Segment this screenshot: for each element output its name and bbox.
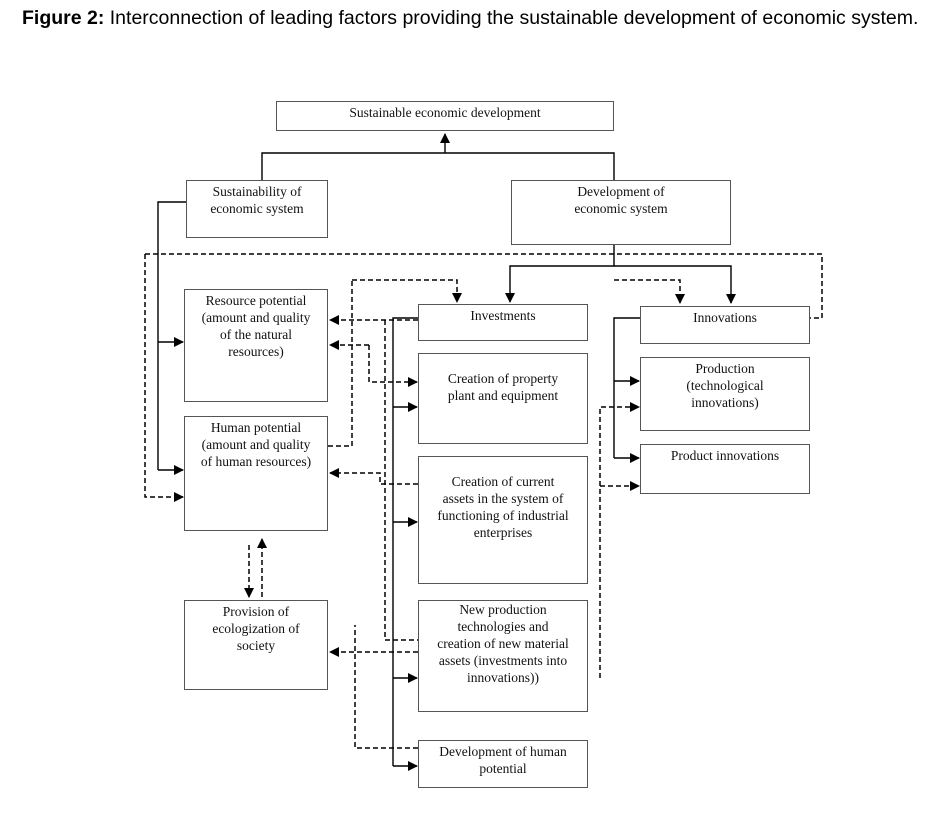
- dashed-humandev-up: [354, 625, 418, 749]
- box-product-innovations: Product innovations: [640, 444, 810, 494]
- caption-label: Figure 2:: [22, 7, 105, 29]
- box-investments: Investments: [418, 304, 588, 341]
- box-development: Development of economic system: [511, 180, 731, 245]
- arrow-to-investments: [505, 245, 615, 303]
- dashed-to-investments: [352, 279, 462, 303]
- investments-trunk: [392, 317, 418, 766]
- dashed-frame: [145, 253, 823, 319]
- dashed-to-production: [599, 402, 640, 678]
- caption-text: Interconnection of leading factors provi…: [109, 7, 919, 29]
- dashed-inv-loop: [384, 320, 418, 641]
- dashed-to-human: [144, 254, 184, 502]
- box-human-potential: Human potential (amount and quality of h…: [184, 416, 328, 531]
- box-current-assets: Creation of current assets in the system…: [418, 456, 588, 584]
- box-property-plant: Creation of property plant and equipment: [418, 353, 588, 444]
- box-sustainability: Sustainability of economic system: [186, 180, 328, 238]
- dashed-human-up: [328, 280, 353, 447]
- arrow-to-innovations: [614, 265, 736, 304]
- dashed-to-property: [368, 345, 418, 387]
- box-sustainable-development: Sustainable economic development: [276, 101, 614, 131]
- top-connector: [261, 152, 615, 180]
- figure-caption: Figure 2: Interconnection of leading fac…: [22, 6, 922, 30]
- box-new-technologies: New production technologies and creation…: [418, 600, 588, 712]
- box-human-development: Development of human potential: [418, 740, 588, 788]
- dashed-to-human-2: [329, 468, 418, 485]
- box-innovations: Innovations: [640, 306, 810, 344]
- box-resource-potential: Resource potential (amount and quality o…: [184, 289, 328, 402]
- dashed-to-innovations: [614, 279, 685, 304]
- sustainability-line: [157, 201, 186, 470]
- innovations-trunk: [613, 317, 640, 458]
- box-production-innovations: Production (technological innovations): [640, 357, 810, 431]
- box-provision-ecologization: Provision of ecologization of society: [184, 600, 328, 690]
